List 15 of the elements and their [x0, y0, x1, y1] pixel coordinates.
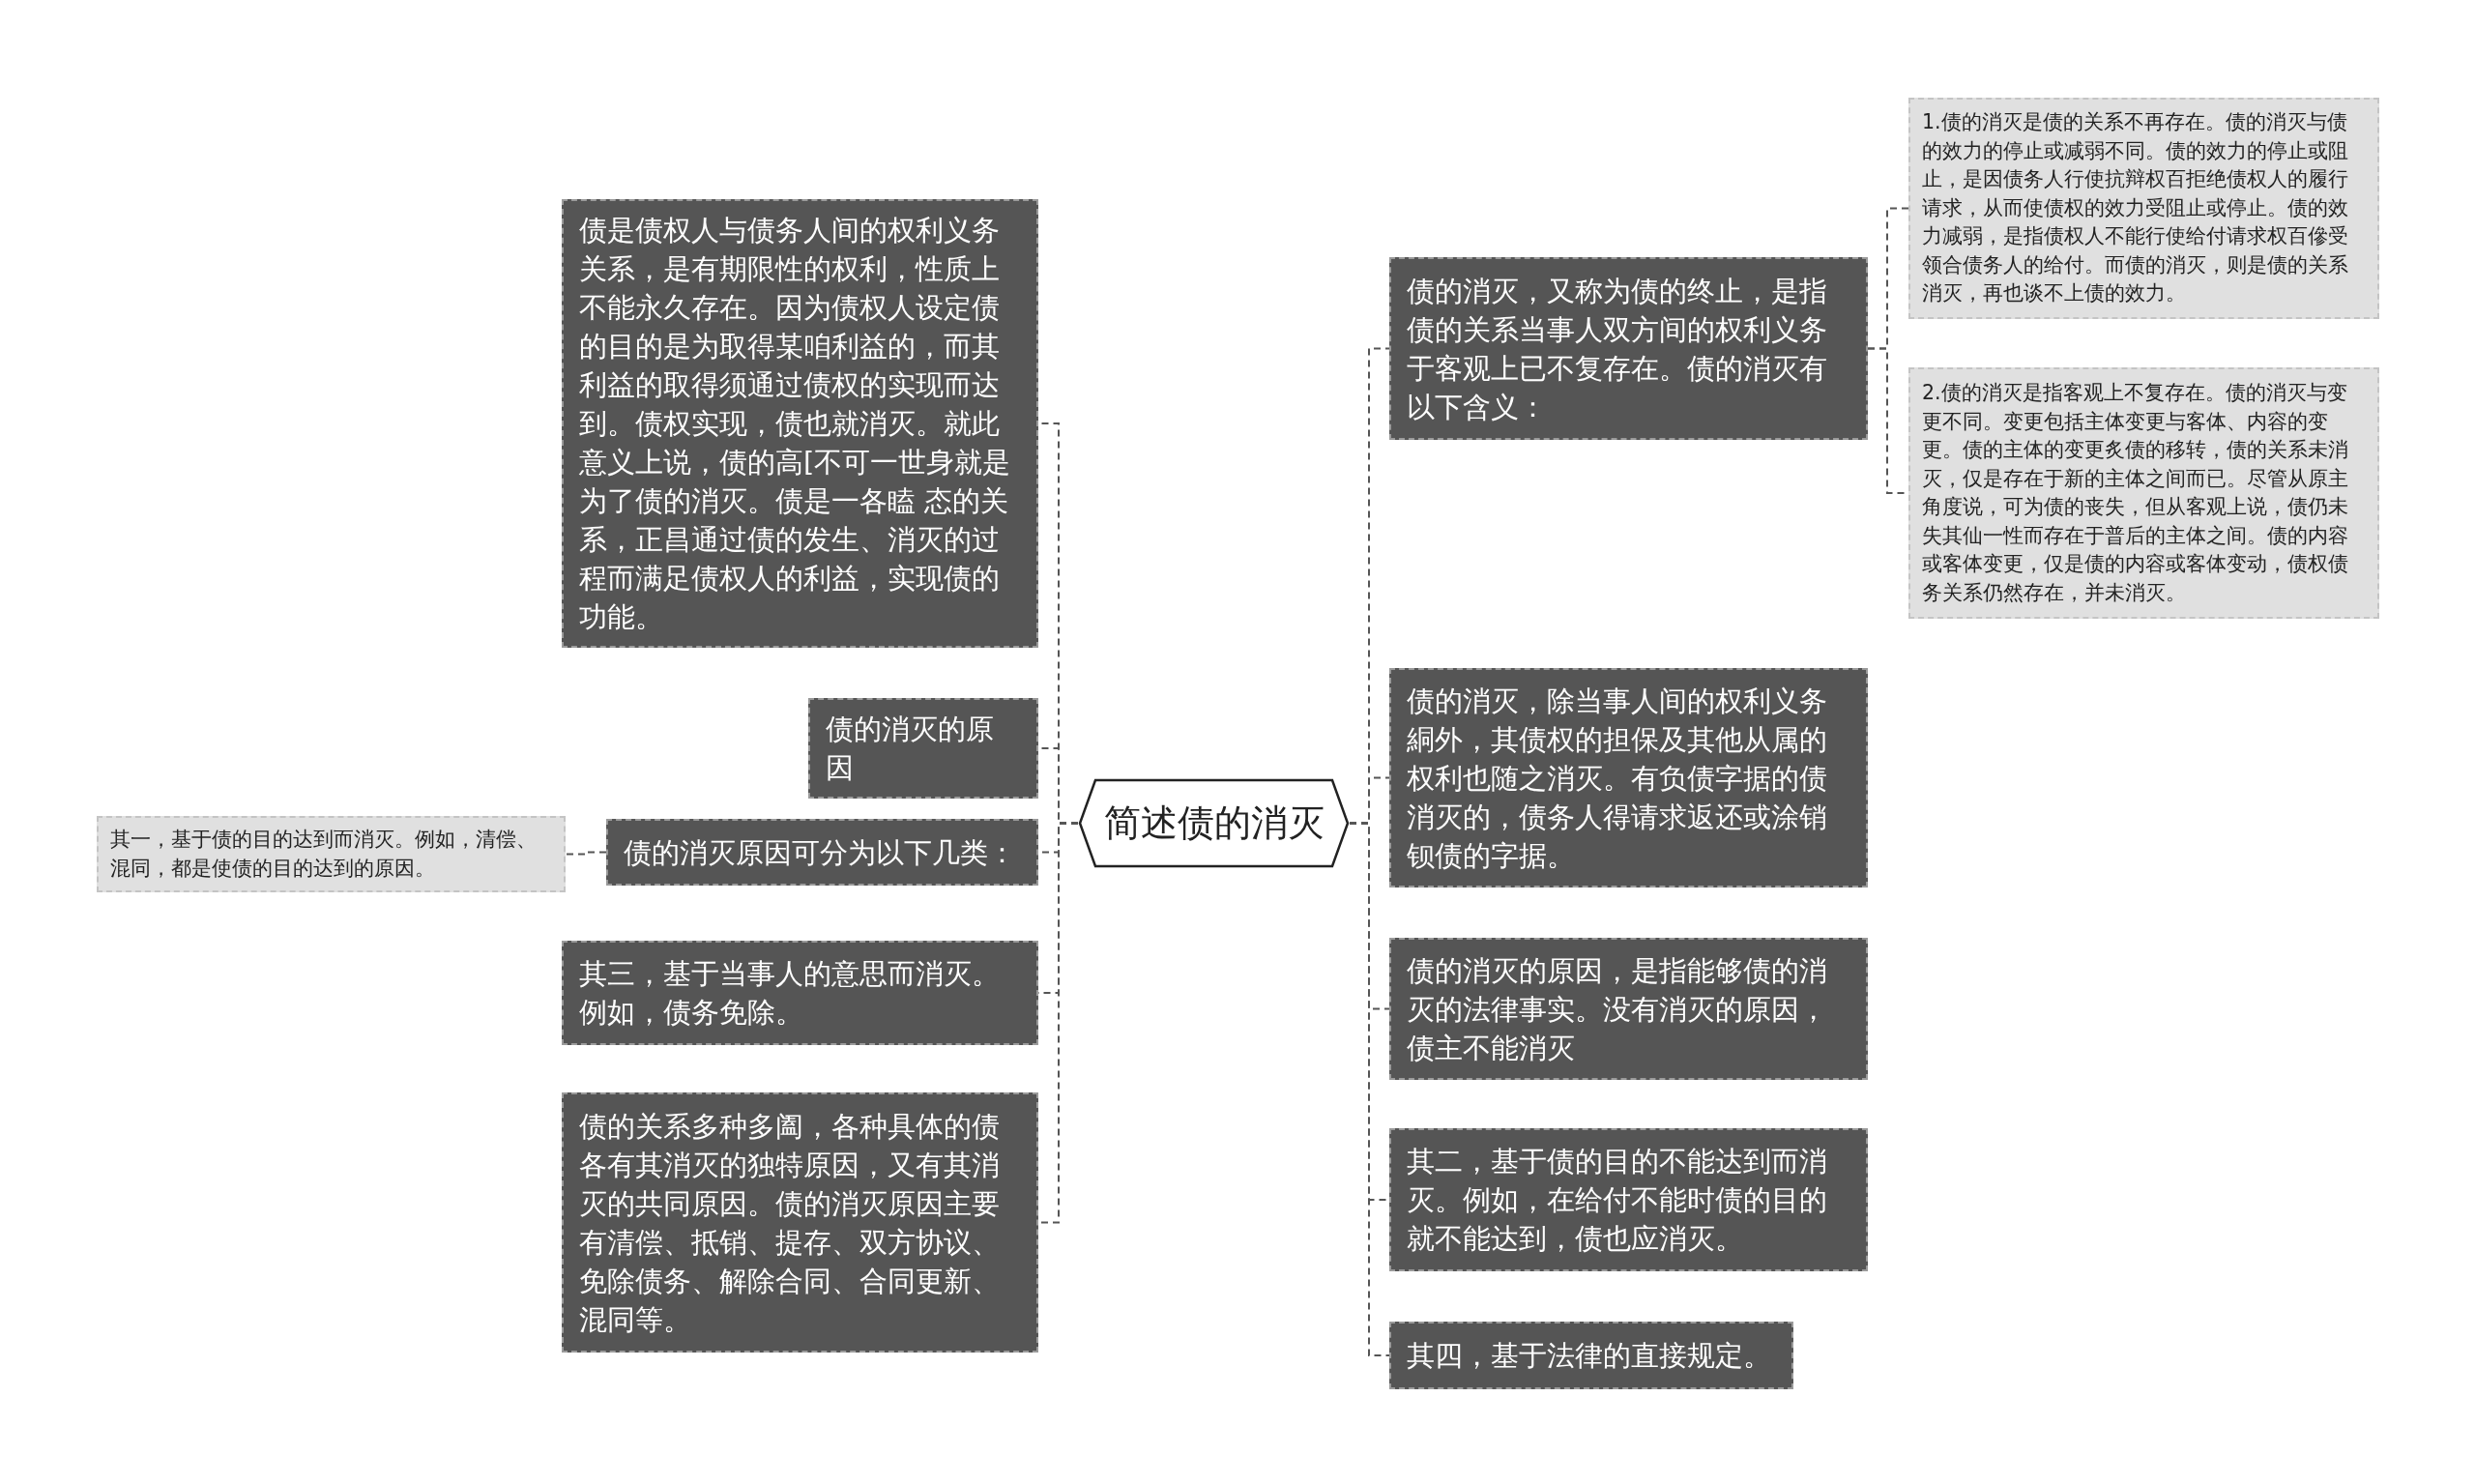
- central-topic: 简述债的消灭: [1078, 778, 1350, 868]
- topic-box: 债的消灭的原因: [808, 698, 1038, 799]
- topic-box: 债的消灭的原因，是指能够债的消灭的法律事实。没有消灭的原因，债主不能消灭: [1389, 938, 1868, 1080]
- note-box: 其一，基于债的目的达到而消灭。例如，清偿、混同，都是使债的目的达到的原因。: [97, 816, 566, 892]
- note-box: 1.债的消灭是债的关系不再存在。债的消灭与债的效力的停止或减弱不同。债的效力的停止或阻止，是因债务人行使抗辩权百拒绝债权人的履行请求，从而使债权的效力受阻止或停止。债的效力减弱，是指债权人不能行使给付请求权百傪受领合债务人的给付。而债的消灭，则是债的关系消灭，再也谈不上债的效力。: [1908, 98, 2379, 319]
- connector-line: [565, 851, 607, 856]
- note-box: 2.债的消灭是指客观上不复存在。债的消灭与变更不同。变更包括主体变更与客体、内容的变更。债的主体的变更炙债的移转，债的关系未消灭，仅是存在于新的主体之间而已。尽管从原主角度说，可为债的丧失，但从客观上说，债仍未失其仙一性而存在于普后的主体之间。债的内容或客体变更，仅是债的内容或客体变动，债权债务关系仍然存在，并未消灭。: [1908, 367, 2379, 619]
- topic-box: 债的消灭原因可分为以下几类：: [606, 819, 1038, 886]
- topic-box: 债的关系多种多阖，各种具体的债各有其消灭的独特原因，又有其消灭的共同原因。债的消灭原因主要有清偿、抵销、提存、双方协议、免除债务、解除合同、合同更新、混同等。: [562, 1092, 1038, 1353]
- topic-box: 债的消灭，除当事人间的权利义务絧外，其债权的担保及其他从属的权利也随之消灭。有负债字据的债消灭的，债务人得请求返还或涂销钡债的字据。: [1389, 668, 1868, 887]
- topic-box: 其二，基于债的目的不能达到而消灭。例如，在给付不能时债的目的就不能达到，债也应消灭。: [1389, 1128, 1868, 1271]
- topic-box: 债的消灭，又称为债的终止，是指债的关系当事人双方间的权利义务于客观上已不复存在。债的消灭有以下含义：: [1389, 257, 1868, 440]
- topic-box: 其三，基于当事人的意思而消灭。例如，债务免除。: [562, 941, 1038, 1045]
- topic-box: 债是债权人与债务人间的权利义务关系，是有期限性的权利，性质上不能永久存在。因为债权人设定债的目的是为取得某咱利益的，而其利益的取得须通过债权的实现而达到。债权实现，债也就消灭。就此意义上说，债的高[不可一世身就是为了债的消灭。债是一各瞌 态的关系，正昌通过债的发生、消灭的过程而满足债权人的利益，实现债的功能。: [562, 199, 1038, 648]
- topic-box: 其四，基于法律的直接规定。: [1389, 1322, 1793, 1389]
